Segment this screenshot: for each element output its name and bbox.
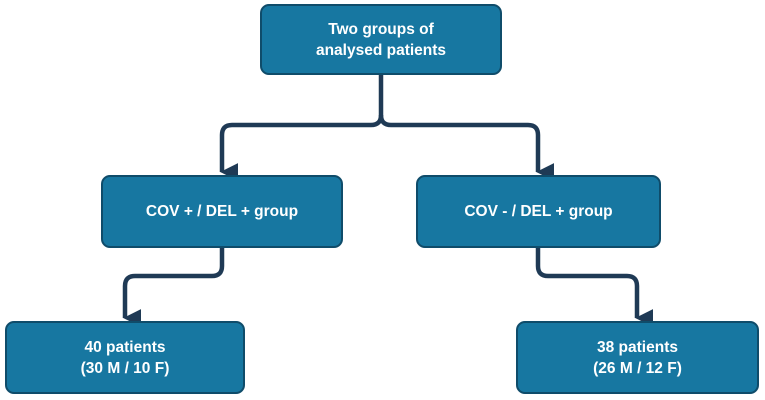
node-analysed-patients-line1: Two groups of	[328, 20, 434, 38]
node-cov-positive-group: COV + / DEL + group	[101, 175, 343, 248]
node-38-patients: 38 patients (26 M / 12 F)	[516, 321, 759, 394]
connector-left-to-bottom-left	[122, 248, 225, 327]
connector-top-to-left	[219, 75, 384, 181]
connector-right-to-bottom-right	[535, 248, 654, 327]
node-40-patients-count: 40 patients	[84, 338, 166, 356]
node-40-patients-breakdown: (30 M / 10 F)	[80, 359, 170, 377]
node-38-patients-count: 38 patients	[597, 338, 678, 356]
node-40-patients: 40 patients (30 M / 10 F)	[5, 321, 245, 394]
connector-top-to-right	[378, 114, 555, 181]
node-cov-negative-group: COV - / DEL + group	[416, 175, 661, 248]
node-cov-negative-group-label: COV - / DEL + group	[464, 203, 613, 220]
node-38-patients-breakdown: (26 M / 12 F)	[593, 359, 682, 377]
node-analysed-patients-line2: analysed patients	[315, 41, 447, 59]
node-analysed-patients: Two groups of analysed patients	[260, 4, 502, 75]
node-cov-positive-group-label: COV + / DEL + group	[145, 203, 299, 220]
